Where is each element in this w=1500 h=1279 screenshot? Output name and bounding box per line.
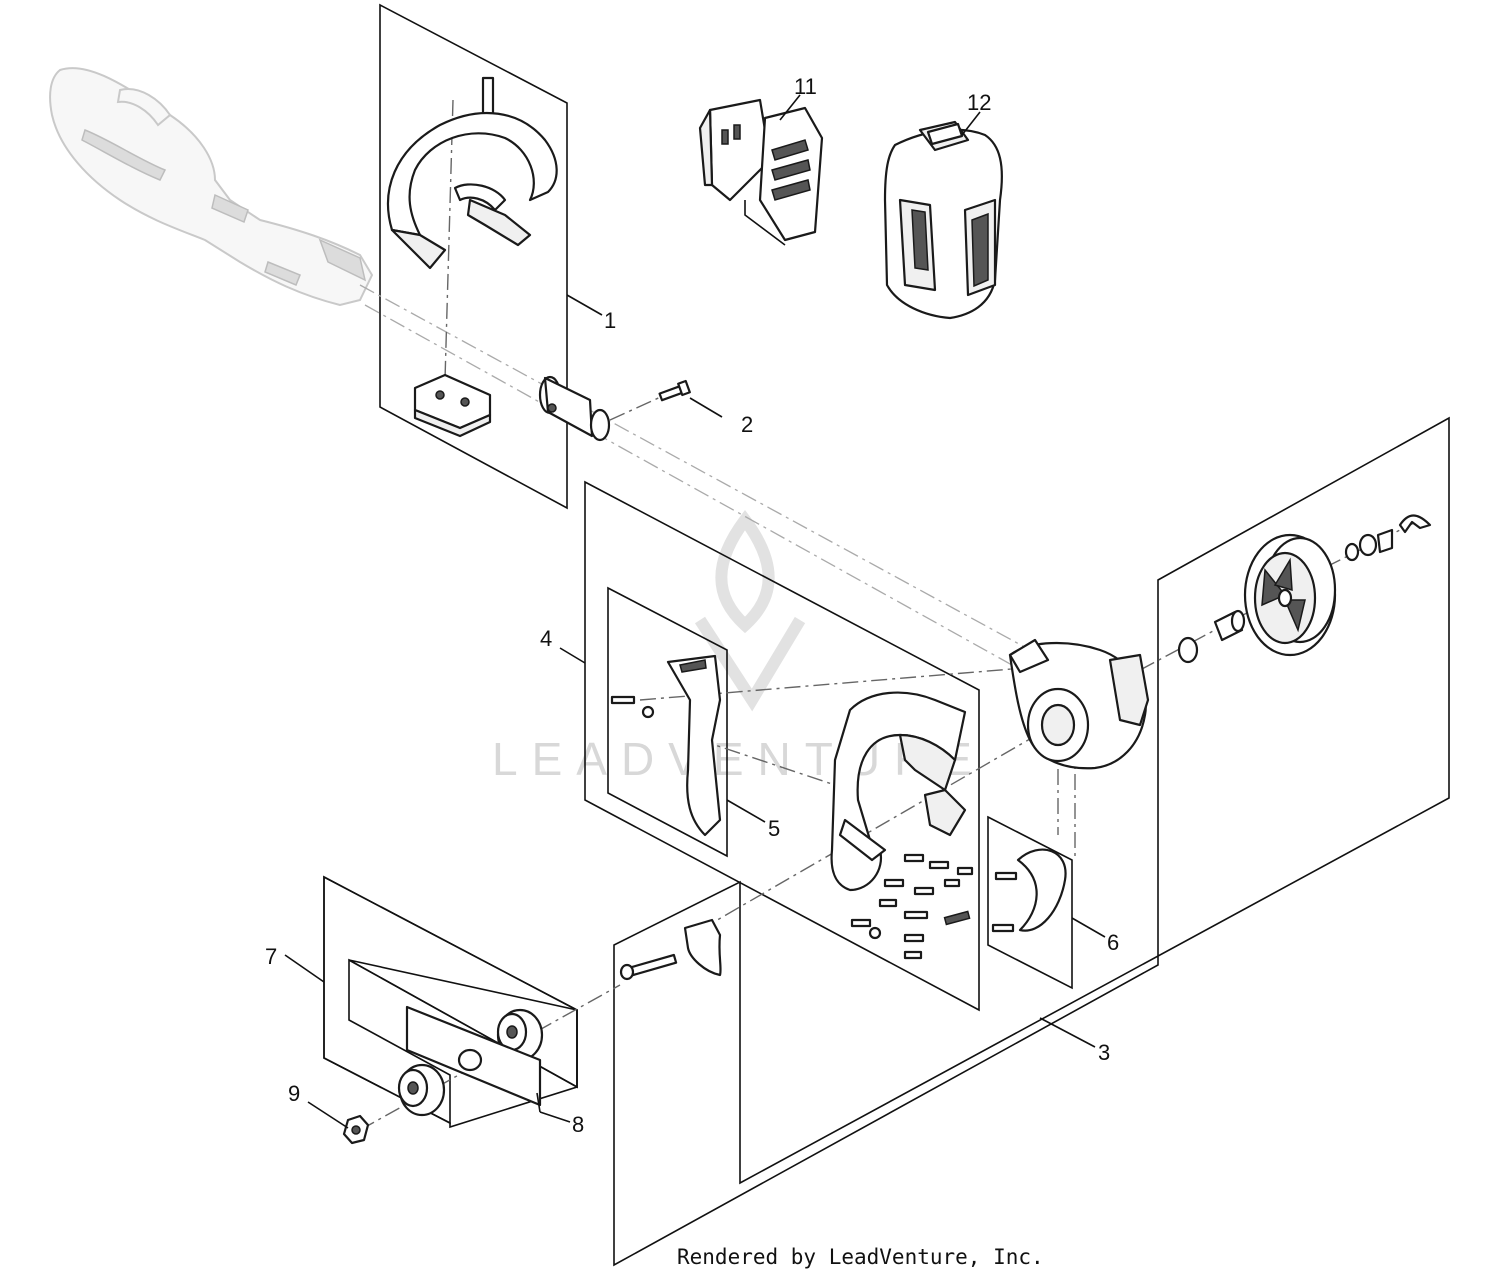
watermark-logo — [694, 509, 806, 712]
guard-screws — [850, 853, 974, 960]
screw-2 — [658, 379, 691, 402]
callout-1: 1 — [604, 308, 616, 333]
callout-11: 11 — [794, 74, 817, 99]
panel-4 — [584, 480, 980, 1012]
callout-4: 4 — [540, 626, 552, 651]
panel-3 — [613, 416, 1450, 1267]
motor-housing — [1008, 638, 1150, 770]
bracket-3 — [619, 918, 722, 981]
callout-9: 9 — [288, 1081, 300, 1106]
nut-9 — [342, 1114, 370, 1145]
callout-labels: 1 2 3 4 5 6 7 8 9 11 12 — [265, 74, 1119, 1137]
callout-2: 2 — [741, 412, 753, 437]
panel-5 — [607, 586, 728, 858]
cover-6 — [991, 848, 1067, 933]
pulley — [1243, 533, 1337, 657]
panel-1 — [379, 3, 568, 510]
deflector — [610, 654, 722, 837]
spacers — [1177, 514, 1432, 664]
callout-6: 6 — [1107, 930, 1119, 955]
leaders — [284, 94, 1106, 1129]
watermark: LEADVENTURE — [492, 509, 986, 785]
charger — [698, 98, 824, 246]
guard — [830, 691, 967, 892]
trimmer-head-ghost — [49, 67, 374, 307]
callout-5: 5 — [768, 816, 780, 841]
shaft-coupler — [538, 375, 611, 442]
callout-12: 12 — [967, 90, 991, 115]
callout-8: 8 — [572, 1112, 584, 1137]
render-credit: Rendered by LeadVenture, Inc. — [677, 1245, 1044, 1269]
rollers — [397, 1005, 544, 1117]
panel-8 — [323, 875, 578, 1125]
callout-7: 7 — [265, 944, 277, 969]
handle-assembly — [387, 76, 558, 438]
callout-3: 3 — [1098, 1040, 1110, 1065]
panel-6 — [987, 815, 1073, 990]
watermark-text: LEADVENTURE — [492, 733, 986, 785]
battery — [883, 120, 1003, 320]
